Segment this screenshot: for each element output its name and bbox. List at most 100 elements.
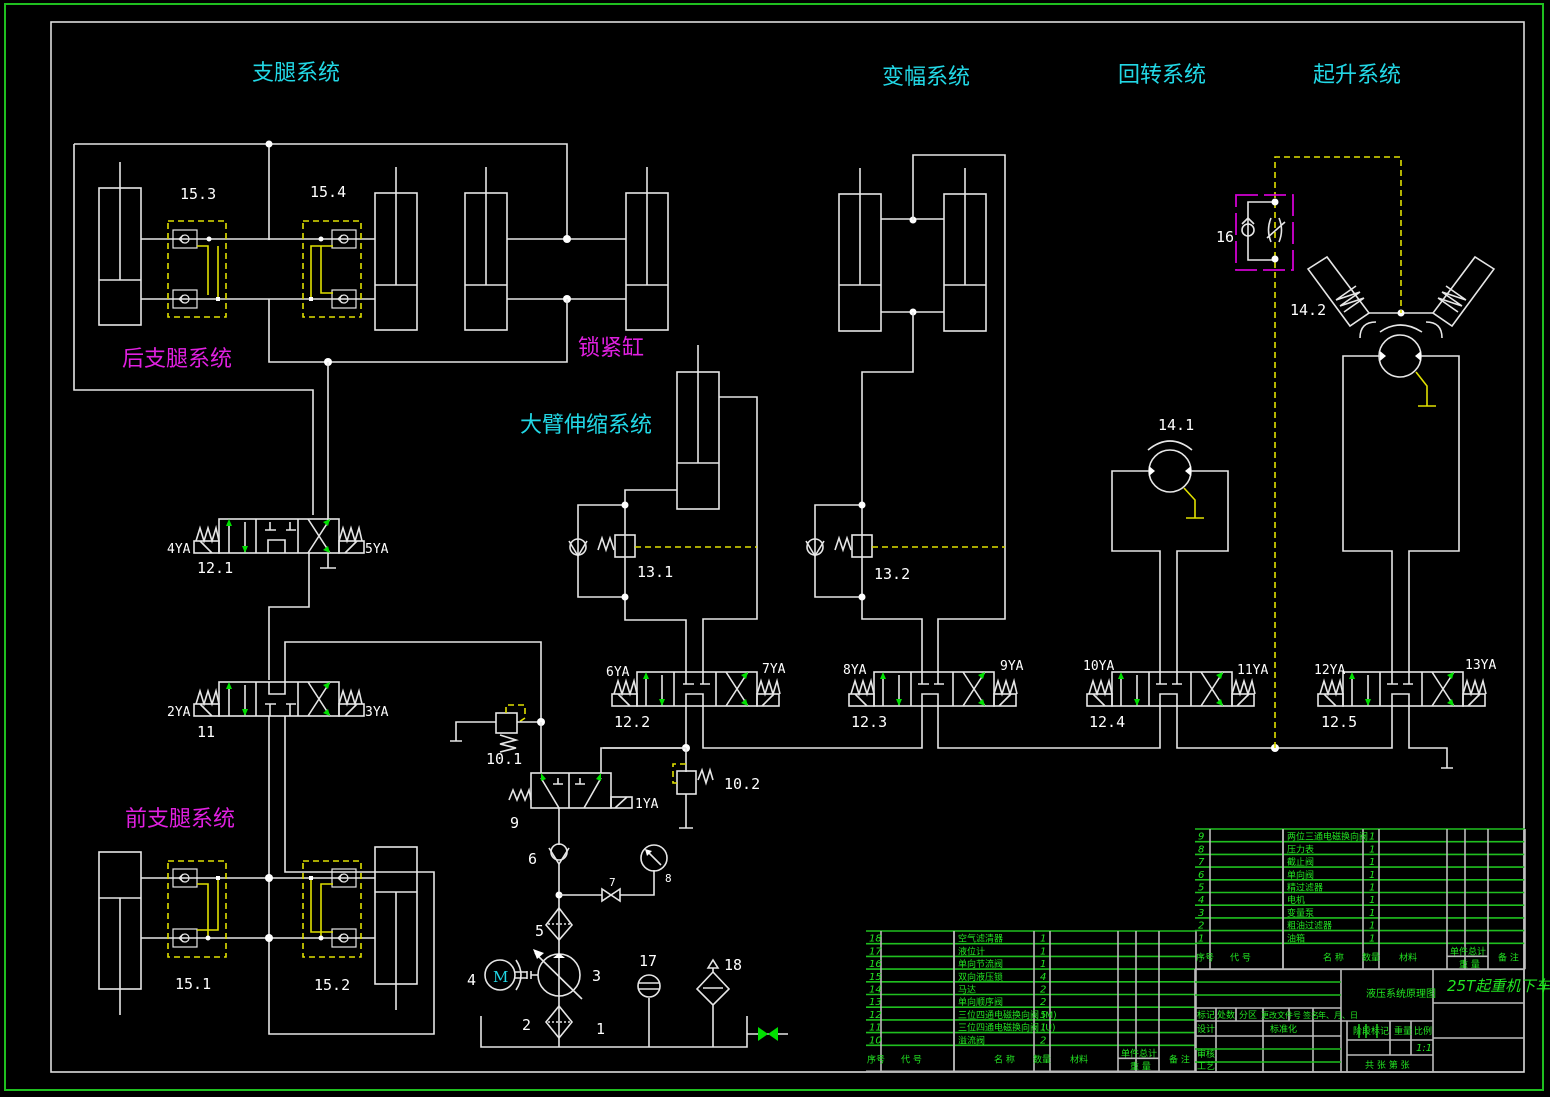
title-block: 液压系统原理图 25T起重机下车 标记 处数 分区 更改文件号 签名 年、月、日… [1194,968,1550,1072]
part-name: 单向阀 [1287,869,1314,881]
parts-table-row: 15 双向液压锁 4 [869,971,1046,983]
header-qty: 数量 [1033,1053,1051,1065]
part-no: 5 [1198,883,1204,894]
valve-11: 2YA 3YA 11 [167,641,542,1035]
tb-count: 处数 [1217,1009,1235,1021]
solenoid-6ya: 6YA [606,665,630,680]
hoisting-circuit: 14.2 16 [1216,156,1496,748]
label-1: 1 [596,1020,605,1038]
label-15-1: 15.1 [175,975,211,993]
part-no: 1 [1198,933,1204,944]
tb-sheet: 共 张 第 张 [1365,1059,1410,1071]
solenoid-2ya: 2YA [167,705,191,720]
label-6: 6 [528,850,537,868]
part-name: 变量泵 [1287,907,1314,919]
part-name: 三位四通电磁换向阀 (M) [958,1009,1057,1021]
front-outrigger-title: 前支腿系统 [125,807,235,832]
part-qty: 1 [1369,832,1375,843]
header-unit: 单件 [1121,1047,1139,1059]
tb-sign: 签名 [1303,1010,1319,1020]
header-name: 名 称 [1323,951,1344,963]
header-remark: 备 注 [1498,951,1519,963]
solenoid-5ya: 5YA [365,542,389,557]
part-no: 3 [1198,908,1204,919]
label-15-4: 15.4 [310,183,346,201]
tb-stage: 阶段标记 [1353,1025,1389,1037]
part-no: 15 [869,972,882,983]
tb-check: 审核 [1197,1048,1215,1060]
part-qty: 1 [1040,946,1046,957]
label-18: 18 [724,956,742,974]
solenoid-9ya: 9YA [1000,659,1024,674]
luffing-system-title: 变幅系统 [882,65,970,90]
label-15-3: 15.3 [180,185,216,203]
valve-12-2: 6YA 7YA 12.2 [606,662,786,731]
part-name: 三位四通电磁换向阀 (U) [958,1022,1055,1034]
drawing-subtitle: 液压系统原理图 [1366,987,1436,1000]
motor-letter: M [493,968,508,986]
part-name: 精过滤器 [1287,882,1323,894]
tb-standard: 标准化 [1270,1023,1297,1035]
label-17: 17 [639,952,657,970]
part-no: 13 [869,997,882,1008]
parts-table-row: 2 粗油过滤器 1 [1198,920,1375,932]
label-14-1: 14.1 [1158,416,1194,434]
part-no: 2 [1198,921,1204,932]
tb-process: 工艺 [1197,1061,1215,1072]
tb-zone: 分区 [1239,1010,1257,1021]
drawing-title: 25T起重机下车 [1447,977,1550,995]
part-qty: 4 [1040,972,1046,983]
part-no: 4 [1198,895,1204,906]
solenoid-10ya: 10YA [1083,659,1114,674]
solenoid-1ya: 1YA [635,797,659,812]
part-no: 7 [1198,857,1205,868]
header-code: 代 号 [1230,952,1251,963]
rear-outrigger-title: 后支腿系统 [122,347,232,372]
solenoid-12ya: 12YA [1314,663,1345,678]
label-12-1: 12.1 [197,559,233,577]
valve-12-5: 12YA 13YA 12.5 [1314,658,1496,731]
lock-cylinder-title: 锁紧缸 [578,336,644,361]
part-name: 单向顺序阀 [958,996,1003,1008]
part-qty: 1 [1369,895,1375,906]
valve-12-3: 8YA 9YA 12.3 [843,659,1024,731]
part-name: 马达 [958,984,976,996]
label-8: 8 [665,872,672,885]
solenoid-11ya: 11YA [1237,663,1268,678]
hoisting-system-title: 起升系统 [1313,63,1401,88]
tb-mark: 标记 [1197,1009,1215,1021]
label-12-3: 12.3 [851,713,887,731]
part-no: 17 [869,946,882,957]
boom-telescoping-circuit: 13.1 [568,345,758,672]
part-name: 油箱 [1287,932,1305,944]
tb-design: 设计 [1197,1023,1215,1035]
header-material: 材料 [1070,1053,1088,1065]
label-16: 16 [1216,228,1234,246]
part-qty: 1 [1369,933,1375,944]
part-name: 压力表 [1287,843,1314,855]
header-material: 材料 [1399,951,1417,963]
label-3: 3 [592,967,601,985]
tb-weight: 重量 [1394,1025,1412,1037]
solenoid-8ya: 8YA [843,663,867,678]
part-qty: 2 [1040,985,1046,996]
outrigger-system-title: 支腿系统 [252,61,340,86]
part-name: 双向液压锁 [958,971,1003,983]
part-no: 12 [869,1010,882,1021]
solenoid-4ya: 4YA [167,542,191,557]
part-name: 单向节流阀 [958,958,1003,970]
label-5: 5 [535,922,544,940]
part-qty: 1 [1040,959,1046,970]
part-name: 粗油过滤器 [1287,920,1332,932]
part-no: 6 [1198,870,1204,881]
part-qty: 1 [1369,921,1375,932]
tb-scale: 1:1 [1416,1043,1432,1054]
